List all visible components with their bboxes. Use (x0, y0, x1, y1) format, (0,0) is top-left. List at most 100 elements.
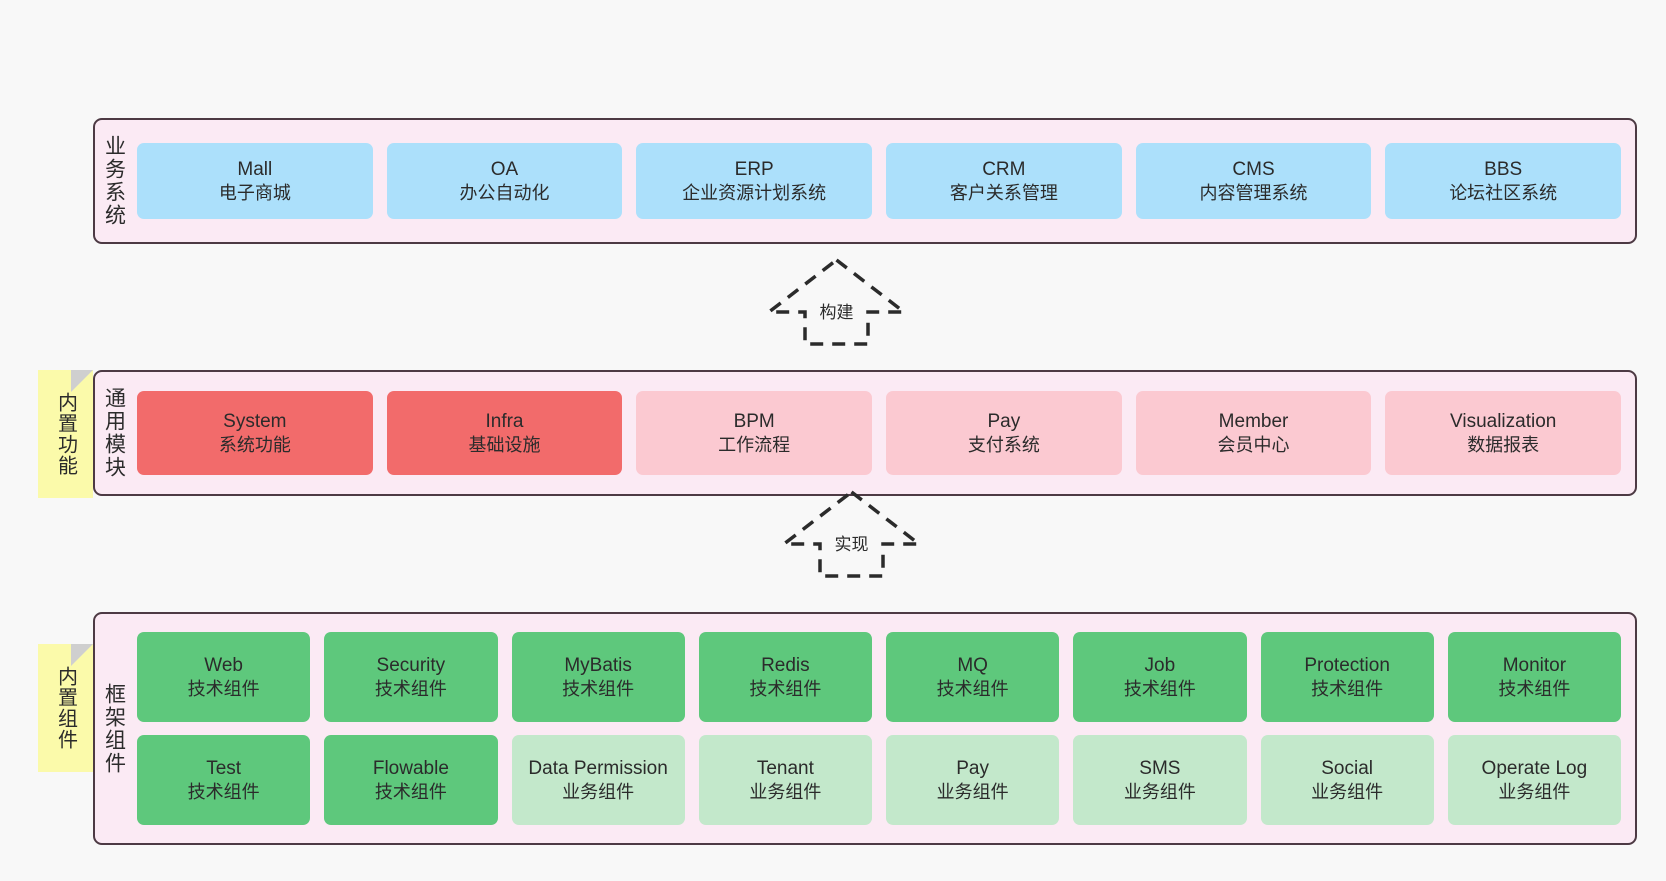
layer-framework-components: 框架组件 Web 技术组件 Security 技术组件 MyBatis 技术组件 (93, 612, 1637, 845)
card-tenant-desc: 业务组件 (749, 781, 822, 802)
card-job-name: Job (1144, 655, 1176, 677)
card-operate-log-desc: 业务组件 (1498, 781, 1571, 802)
card-mall-desc: 电子商城 (218, 182, 291, 203)
card-infra[interactable]: Infra 基础设施 (386, 391, 623, 475)
card-social-desc: 业务组件 (1311, 781, 1384, 802)
layer-label-common-modules: 通用模块 (102, 387, 126, 479)
card-pay-component-desc: 业务组件 (936, 781, 1009, 802)
sticky-note-builtin-components-label: 内置组件 (54, 666, 77, 750)
framework-tech-row: Web 技术组件 Security 技术组件 MyBatis 技术组件 Redi… (137, 632, 1621, 722)
card-bpm-name: BPM (733, 411, 775, 433)
card-flowable[interactable]: Flowable 技术组件 (324, 735, 498, 825)
card-security-desc: 技术组件 (374, 678, 447, 699)
card-protection[interactable]: Protection 技术组件 (1260, 632, 1434, 722)
card-infra-desc: 基础设施 (468, 434, 541, 455)
connector-build-arrow: 构建 (763, 256, 910, 351)
card-member[interactable]: Member 会员中心 (1135, 391, 1372, 475)
card-cms[interactable]: CMS 内容管理系统 (1135, 143, 1372, 219)
card-mybatis[interactable]: MyBatis 技术组件 (511, 632, 685, 722)
card-cms-desc: 内容管理系统 (1199, 182, 1308, 203)
card-crm[interactable]: CRM 客户关系管理 (886, 143, 1122, 219)
card-mall-name: Mall (237, 159, 273, 181)
card-erp-name: ERP (734, 159, 774, 181)
card-tenant[interactable]: Tenant 业务组件 (698, 735, 872, 825)
card-mq-desc: 技术组件 (936, 678, 1009, 699)
build-arrow-icon (763, 257, 910, 346)
card-monitor[interactable]: Monitor 技术组件 (1447, 632, 1621, 722)
card-operate-log[interactable]: Operate Log 业务组件 (1447, 735, 1621, 825)
card-social-name: Social (1321, 758, 1373, 780)
card-oa-name: OA (490, 159, 519, 181)
card-redis[interactable]: Redis 技术组件 (698, 632, 872, 722)
card-monitor-name: Monitor (1502, 655, 1567, 677)
card-security[interactable]: Security 技术组件 (324, 632, 498, 722)
layer-label-business-systems: 业务系统 (102, 135, 126, 227)
card-test-desc: 技术组件 (187, 781, 260, 802)
card-crm-name: CRM (982, 159, 1026, 181)
card-test[interactable]: Test 技术组件 (137, 735, 311, 825)
layer-common-modules: 通用模块 System 系统功能 Infra 基础设施 BPM 工作流程 Pay… (93, 370, 1637, 496)
card-mybatis-name: MyBatis (564, 655, 632, 677)
layer-business-systems: 业务系统 Mall 电子商城 OA 办公自动化 ERP 企业资源计划系统 CRM… (93, 118, 1637, 244)
card-web-name: Web (204, 655, 243, 677)
card-erp[interactable]: ERP 企业资源计划系统 (636, 143, 873, 219)
card-visualization-desc: 数据报表 (1467, 434, 1540, 455)
card-crm-desc: 客户关系管理 (949, 182, 1058, 203)
card-oa[interactable]: OA 办公自动化 (386, 143, 623, 219)
card-system-desc: 系统功能 (218, 434, 291, 455)
card-data-permission[interactable]: Data Permission 业务组件 (511, 735, 685, 825)
card-system-name: System (223, 411, 287, 433)
card-pay-component[interactable]: Pay 业务组件 (886, 735, 1060, 825)
card-infra-name: Infra (485, 411, 524, 433)
card-data-permission-name: Data Permission (528, 758, 668, 780)
card-visualization[interactable]: Visualization 数据报表 (1385, 391, 1622, 475)
card-operate-log-name: Operate Log (1481, 758, 1588, 780)
card-bbs[interactable]: BBS 论坛社区系统 (1385, 143, 1622, 219)
sticky-note-builtin-features-label: 内置功能 (54, 392, 77, 476)
connector-implement-label: 实现 (834, 535, 869, 554)
card-job[interactable]: Job 技术组件 (1073, 632, 1247, 722)
framework-business-row: Test 技术组件 Flowable 技术组件 Data Permission … (137, 735, 1621, 825)
card-visualization-name: Visualization (1450, 411, 1557, 433)
card-sms-desc: 业务组件 (1123, 781, 1196, 802)
layer-body-common-modules: System 系统功能 Infra 基础设施 BPM 工作流程 Pay 支付系统… (133, 372, 1635, 494)
card-bpm[interactable]: BPM 工作流程 (636, 391, 873, 475)
sticky-note-builtin-components: 内置组件 (38, 644, 93, 772)
card-sms-name: SMS (1139, 758, 1181, 780)
card-mq[interactable]: MQ 技术组件 (886, 632, 1060, 722)
layer-label-framework-components: 框架组件 (102, 682, 126, 775)
card-data-permission-desc: 业务组件 (562, 781, 635, 802)
card-web-desc: 技术组件 (187, 678, 260, 699)
card-test-name: Test (206, 758, 242, 780)
card-system[interactable]: System 系统功能 (137, 391, 373, 475)
card-mybatis-desc: 技术组件 (562, 678, 635, 699)
card-redis-name: Redis (761, 655, 810, 677)
card-social[interactable]: Social 业务组件 (1260, 735, 1434, 825)
connector-build-label: 构建 (819, 303, 854, 322)
card-protection-desc: 技术组件 (1311, 678, 1384, 699)
card-erp-desc: 企业资源计划系统 (682, 182, 827, 203)
card-monitor-desc: 技术组件 (1498, 678, 1571, 699)
card-flowable-desc: 技术组件 (374, 781, 447, 802)
card-member-desc: 会员中心 (1217, 434, 1290, 455)
card-pay-component-name: Pay (956, 758, 989, 780)
card-job-desc: 技术组件 (1123, 678, 1196, 699)
card-flowable-name: Flowable (372, 758, 449, 780)
card-pay-module[interactable]: Pay 支付系统 (886, 391, 1122, 475)
framework-components-grid: Web 技术组件 Security 技术组件 MyBatis 技术组件 Redi… (137, 632, 1621, 825)
card-member-name: Member (1218, 411, 1289, 433)
layer-body-business-systems: Mall 电子商城 OA 办公自动化 ERP 企业资源计划系统 CRM 客户关系… (133, 120, 1635, 242)
card-oa-desc: 办公自动化 (459, 182, 550, 203)
card-tenant-name: Tenant (756, 758, 814, 780)
common-modules-row: System 系统功能 Infra 基础设施 BPM 工作流程 Pay 支付系统… (137, 391, 1622, 475)
card-web[interactable]: Web 技术组件 (137, 632, 311, 722)
implement-arrow-icon (778, 489, 925, 578)
card-mq-name: MQ (957, 655, 988, 677)
card-sms[interactable]: SMS 业务组件 (1073, 735, 1247, 825)
card-pay-module-name: Pay (987, 411, 1021, 433)
card-mall[interactable]: Mall 电子商城 (137, 143, 373, 219)
card-cms-name: CMS (1232, 159, 1275, 181)
card-bpm-desc: 工作流程 (718, 434, 791, 455)
layer-body-framework-components: Web 技术组件 Security 技术组件 MyBatis 技术组件 Redi… (133, 614, 1635, 843)
